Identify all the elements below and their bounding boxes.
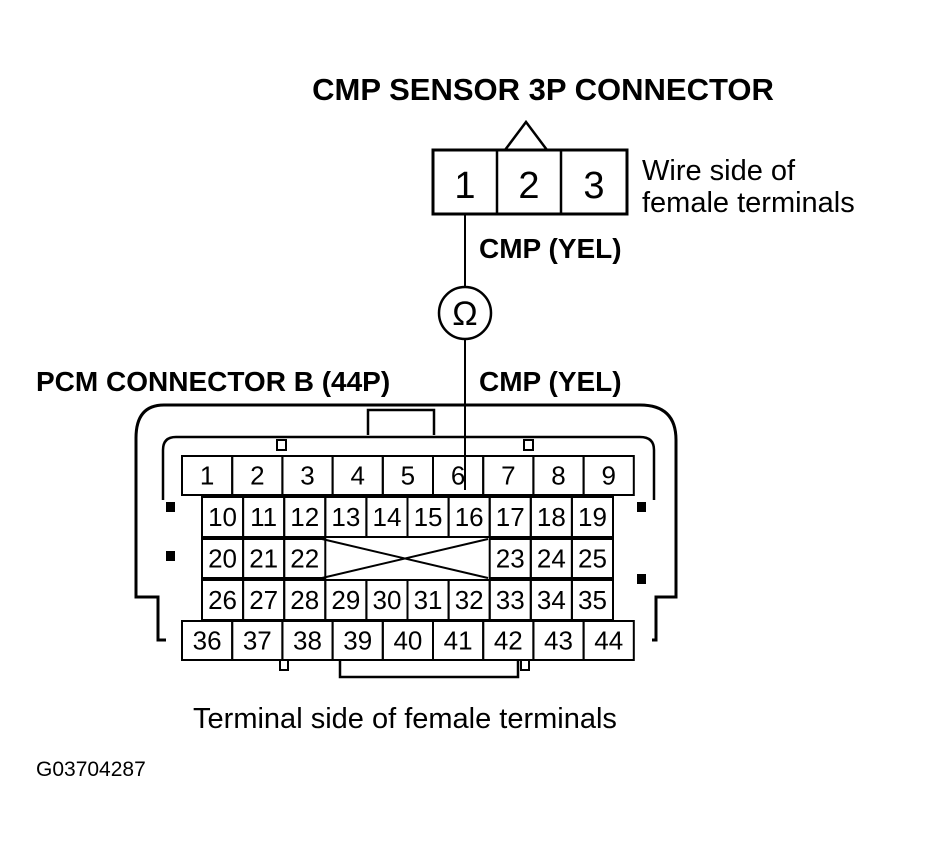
terminal-18: 18 bbox=[537, 502, 566, 532]
terminal-3: 3 bbox=[300, 461, 314, 491]
housing-notch bbox=[276, 439, 287, 451]
terminal-40: 40 bbox=[393, 626, 422, 656]
terminal-31: 31 bbox=[414, 585, 443, 615]
terminal-28: 28 bbox=[290, 585, 319, 615]
sensor-connector: 1 2 3 bbox=[431, 119, 629, 216]
side-mark bbox=[166, 502, 175, 512]
terminal-20: 20 bbox=[208, 544, 237, 574]
terminal-26: 26 bbox=[208, 585, 237, 615]
housing-notch bbox=[279, 659, 289, 671]
terminal-21: 21 bbox=[249, 544, 278, 574]
wire-upper-label: CMP (YEL) bbox=[479, 233, 622, 264]
terminal-10: 10 bbox=[208, 502, 237, 532]
terminal-43: 43 bbox=[544, 626, 573, 656]
sensor-pin-3: 3 bbox=[583, 165, 604, 207]
terminal-38: 38 bbox=[293, 626, 322, 656]
side-mark bbox=[637, 502, 646, 512]
pcm-connector-housing bbox=[134, 403, 678, 679]
terminal-36: 36 bbox=[193, 626, 222, 656]
pcm-wire-label: CMP (YEL) bbox=[479, 366, 622, 397]
terminal-16: 16 bbox=[455, 502, 484, 532]
side-mark bbox=[166, 551, 175, 561]
terminal-27: 27 bbox=[249, 585, 278, 615]
terminal-41: 41 bbox=[444, 626, 473, 656]
terminal-6: 6 bbox=[451, 461, 465, 491]
sensor-connector-title: CMP SENSOR 3P CONNECTOR bbox=[312, 72, 774, 107]
terminal-cell bbox=[570, 538, 615, 579]
housing-notch bbox=[523, 439, 534, 451]
sensor-side-label-line2: female terminals bbox=[642, 187, 855, 219]
terminal-32: 32 bbox=[455, 585, 484, 615]
figure-id: G03704287 bbox=[36, 758, 146, 781]
housing-outer-left bbox=[134, 403, 166, 642]
terminal-11: 11 bbox=[250, 502, 277, 532]
terminal-1: 1 bbox=[200, 461, 214, 491]
terminal-30: 30 bbox=[372, 585, 401, 615]
terminal-13: 13 bbox=[331, 502, 360, 532]
sensor-connector-lock-tab bbox=[504, 119, 548, 151]
housing-inner bbox=[161, 435, 656, 500]
sensor-connector-body bbox=[431, 148, 629, 216]
terminal-15: 15 bbox=[414, 502, 443, 532]
top-latch bbox=[366, 408, 436, 435]
terminal-cell bbox=[582, 620, 635, 661]
ohm-symbol: Ω bbox=[452, 295, 477, 333]
terminal-44: 44 bbox=[594, 626, 623, 656]
terminal-8: 8 bbox=[551, 461, 565, 491]
terminal-25: 25 bbox=[578, 544, 607, 574]
sensor-pin-1: 1 bbox=[454, 165, 475, 207]
terminal-7: 7 bbox=[501, 461, 515, 491]
blank-cavity-cross bbox=[321, 538, 489, 579]
bottom-tab bbox=[338, 660, 520, 679]
terminal-4: 4 bbox=[350, 461, 364, 491]
sensor-pin-2: 2 bbox=[518, 165, 539, 207]
housing-outer-right bbox=[164, 403, 678, 642]
terminal-19: 19 bbox=[578, 502, 607, 532]
terminal-cell bbox=[283, 538, 327, 579]
terminal-cell bbox=[582, 455, 635, 496]
terminal-23: 23 bbox=[496, 544, 525, 574]
terminal-14: 14 bbox=[372, 502, 401, 532]
terminal-5: 5 bbox=[401, 461, 415, 491]
terminal-12: 12 bbox=[290, 502, 319, 532]
pcm-side-label: Terminal side of female terminals bbox=[193, 703, 617, 735]
terminal-24: 24 bbox=[537, 544, 566, 574]
terminal-9: 9 bbox=[601, 461, 615, 491]
housing-notch bbox=[520, 659, 530, 671]
terminal-17: 17 bbox=[496, 502, 525, 532]
terminal-34: 34 bbox=[537, 585, 566, 615]
side-mark bbox=[637, 574, 646, 584]
terminal-37: 37 bbox=[243, 626, 272, 656]
terminal-cell bbox=[570, 496, 615, 538]
terminal-39: 39 bbox=[343, 626, 372, 656]
terminal-42: 42 bbox=[494, 626, 523, 656]
terminal-29: 29 bbox=[331, 585, 360, 615]
pcm-connector-title: PCM CONNECTOR B (44P) bbox=[36, 366, 390, 397]
terminal-35: 35 bbox=[578, 585, 607, 615]
terminal-2: 2 bbox=[250, 461, 264, 491]
terminal-33: 33 bbox=[496, 585, 525, 615]
terminal-22: 22 bbox=[290, 544, 319, 574]
sensor-side-label-line1: Wire side of bbox=[642, 155, 796, 187]
